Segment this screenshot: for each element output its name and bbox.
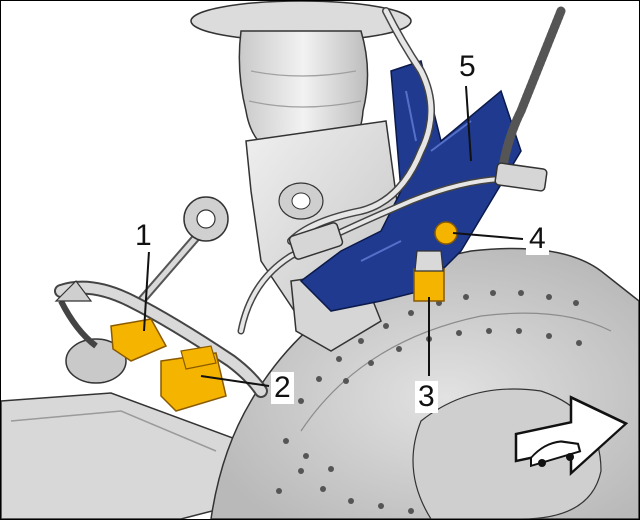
driving-direction-arrow-icon (514, 395, 629, 476)
clip-3-highlight (413, 268, 445, 302)
callout-5: 5 (456, 51, 479, 83)
callout-1: 1 (132, 220, 155, 252)
callout-2: 2 (271, 372, 294, 404)
callout-4: 4 (526, 223, 549, 255)
leader-line-2 (200, 375, 270, 387)
hose-connector-mid (288, 222, 344, 260)
braided-brake-hose (496, 6, 566, 184)
leader-line-1 (143, 250, 150, 332)
leader-line-5 (465, 85, 472, 162)
brake-wear-sensor (54, 280, 268, 398)
hose-connector-upper (494, 162, 548, 192)
leader-line-4 (452, 232, 524, 240)
callout-3: 3 (415, 381, 438, 413)
